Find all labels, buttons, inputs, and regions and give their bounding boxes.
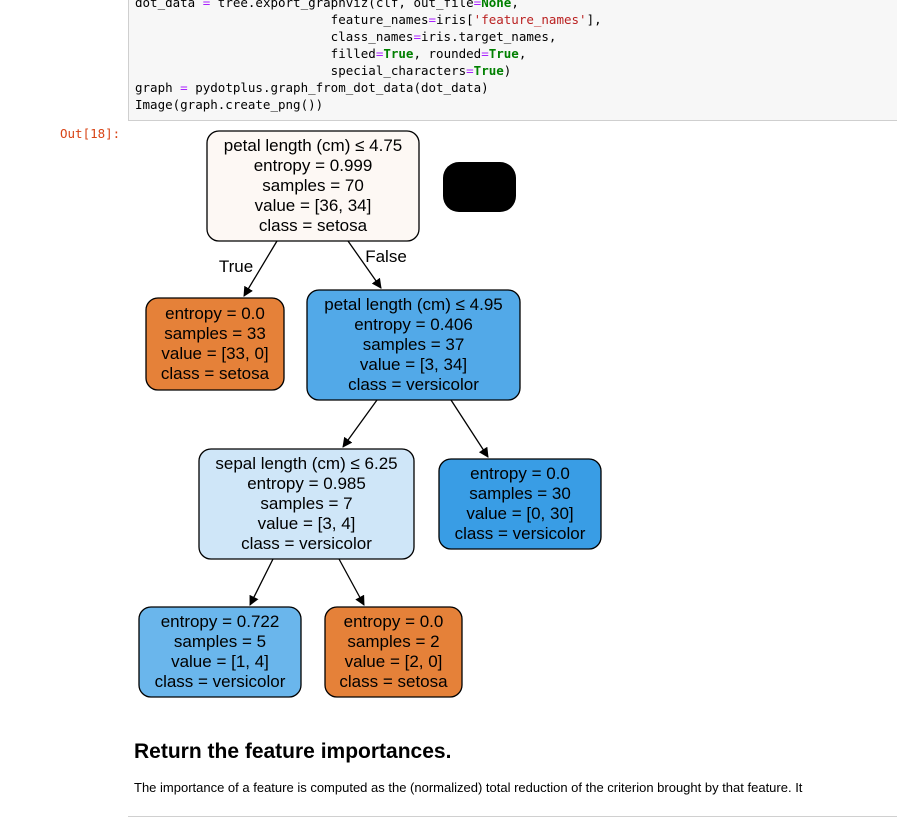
edge-n3-n6 <box>338 558 365 606</box>
tree-node-text: class = versicolor <box>155 672 286 691</box>
markdown-heading: Return the feature importances. <box>134 740 452 763</box>
code-editor[interactable]: dot_data = tree.export_graphviz(clf, out… <box>135 0 602 113</box>
code-line: filled=True, rounded=True, <box>135 46 527 61</box>
tree-node-box <box>206 130 420 242</box>
tree-node-text: entropy = 0.0 <box>470 464 570 483</box>
code-cell[interactable]: dot_data = tree.export_graphviz(clf, out… <box>128 0 897 121</box>
tree-node-text: entropy = 0.0 <box>344 612 444 631</box>
code-line: feature_names=iris['feature_names'], <box>135 12 602 27</box>
edge-n0-n1 <box>243 240 278 297</box>
tree-node-text: value = [3, 4] <box>258 514 356 533</box>
tree-node-box <box>438 458 602 550</box>
tree-node-text: petal length (cm) ≤ 4.75 <box>224 136 402 155</box>
tree-node-text: value = [0, 30] <box>466 504 573 523</box>
code-line: special_characters=True) <box>135 63 512 78</box>
tree-node-text: entropy = 0.985 <box>247 474 366 493</box>
tree-node-text: samples = 33 <box>164 324 266 343</box>
tree-node-text: value = [2, 0] <box>345 652 443 671</box>
tree-node-text: value = [3, 34] <box>360 355 467 374</box>
tree-node-text: samples = 2 <box>347 632 439 651</box>
tree-node-box <box>138 606 302 698</box>
tree-node-text: value = [36, 34] <box>255 196 372 215</box>
tree-node-text: samples = 37 <box>363 335 465 354</box>
tree-node-text: sepal length (cm) ≤ 6.25 <box>215 454 397 473</box>
code-line: dot_data = tree.export_graphviz(clf, out… <box>135 0 519 10</box>
edge-label-true: True <box>219 257 253 276</box>
tree-node-text: class = setosa <box>161 364 270 383</box>
tree-node-text: samples = 30 <box>469 484 571 503</box>
code-line: Image(graph.create_png()) <box>135 97 324 112</box>
markdown-text: The importance of a feature is computed … <box>134 780 803 795</box>
tree-node-text: class = setosa <box>259 216 368 235</box>
cell-divider <box>128 816 897 817</box>
tree-node-text: samples = 70 <box>262 176 364 195</box>
tree-node-text: value = [1, 4] <box>171 652 269 671</box>
tree-node-text: value = [33, 0] <box>161 344 268 363</box>
tree-node-text: samples = 7 <box>260 494 352 513</box>
edge-label-false: False <box>365 247 407 266</box>
tree-node-text: entropy = 0.722 <box>161 612 280 631</box>
tree-node-text: class = setosa <box>339 672 448 691</box>
tree-node-box <box>198 448 415 560</box>
edge-n3-n5 <box>249 558 274 606</box>
edge-n0-n2 <box>347 240 382 289</box>
code-line: graph = pydotplus.graph_from_dot_data(do… <box>135 80 489 95</box>
tree-node-text: petal length (cm) ≤ 4.95 <box>324 295 502 314</box>
tree-node-box <box>306 289 521 401</box>
tree-node-text: entropy = 0.999 <box>254 156 373 175</box>
output-prompt: Out[18]: <box>60 126 121 141</box>
redaction-blob <box>443 162 516 212</box>
tree-node-text: entropy = 0.0 <box>165 304 265 323</box>
tree-node-box <box>324 606 463 698</box>
edge-n2-n4 <box>450 399 489 458</box>
code-line: class_names=iris.target_names, <box>135 29 557 44</box>
tree-node-text: samples = 5 <box>174 632 266 651</box>
tree-node-text: entropy = 0.406 <box>354 315 473 334</box>
tree-node-text: class = versicolor <box>241 534 372 553</box>
edge-n2-n3 <box>342 399 378 448</box>
tree-node-text: class = versicolor <box>455 524 586 543</box>
tree-node-text: class = versicolor <box>348 375 479 394</box>
tree-node-box <box>145 297 285 391</box>
